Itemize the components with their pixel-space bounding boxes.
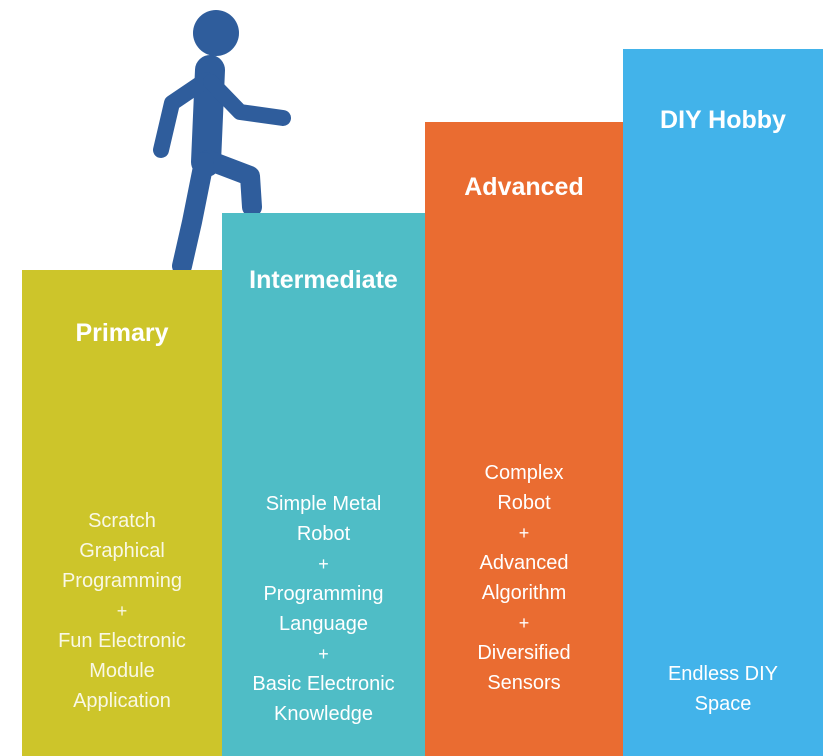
plus-sign: + xyxy=(318,554,329,574)
desc-line: Language xyxy=(279,613,368,635)
desc-line: Sensors xyxy=(487,672,561,694)
desc-line: Module xyxy=(89,660,155,682)
step-intermediate: Intermediate Simple Metal Robot + Progra… xyxy=(222,213,425,756)
desc-line: Graphical xyxy=(79,540,165,562)
desc-line: Robot xyxy=(296,523,351,545)
plus-sign: + xyxy=(116,601,128,621)
desc-line: Diversified xyxy=(477,642,571,664)
desc-line: Application xyxy=(73,690,171,712)
desc-line: Programming xyxy=(61,570,183,592)
step-diy-hobby: DIY Hobby Endless DIY Space xyxy=(623,49,823,756)
desc-line: Robot xyxy=(497,492,551,514)
desc-line: Simple Metal xyxy=(265,493,382,515)
desc-line: Fun Electronic xyxy=(58,630,186,652)
step-title-diy-hobby: DIY Hobby xyxy=(660,106,786,134)
step-description-primary: Scratch Graphical Programming + Fun Elec… xyxy=(26,506,218,716)
step-title-primary: Primary xyxy=(75,319,169,347)
desc-line: Programming xyxy=(263,583,384,605)
step-description-diy-hobby: Endless DIY Space xyxy=(627,659,819,719)
desc-line: Endless DIY xyxy=(667,663,779,685)
step-description-intermediate: Simple Metal Robot + Programming Languag… xyxy=(226,489,421,729)
plus-sign: + xyxy=(518,523,530,543)
desc-line: Advanced xyxy=(479,552,569,574)
desc-line: Complex xyxy=(484,462,564,484)
desc-line: Space xyxy=(694,693,752,715)
desc-line: Scratch xyxy=(88,510,156,532)
step-primary: Primary Scratch Graphical Programming + … xyxy=(22,270,222,756)
step-description-advanced: Complex Robot + Advanced Algorithm + Div… xyxy=(429,458,619,698)
plus-sign: + xyxy=(318,644,329,664)
step-title-advanced: Advanced xyxy=(464,173,584,201)
plus-sign: + xyxy=(518,613,530,633)
step-title-intermediate: Intermediate xyxy=(249,266,398,294)
desc-line: Basic Electronic xyxy=(252,673,395,695)
desc-line: Algorithm xyxy=(481,582,567,604)
step-advanced: Advanced Complex Robot + Advanced Algori… xyxy=(425,122,623,756)
desc-line: Knowledge xyxy=(274,703,373,725)
